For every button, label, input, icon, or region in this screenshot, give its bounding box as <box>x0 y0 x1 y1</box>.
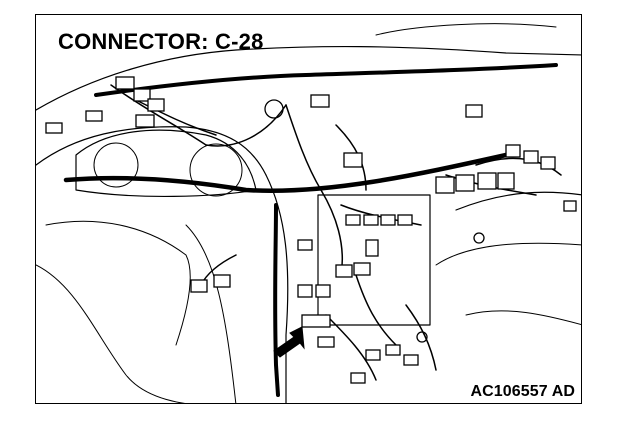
connector <box>310 94 330 108</box>
connector <box>465 104 483 118</box>
connector <box>343 152 363 168</box>
lower-right-outline <box>465 310 581 325</box>
wire-3 <box>285 104 322 191</box>
connector <box>85 110 103 122</box>
connector <box>45 122 63 134</box>
wire-6 <box>355 274 397 346</box>
connector <box>133 88 151 102</box>
upper-right-vent <box>375 23 557 36</box>
wire-13 <box>135 99 217 136</box>
grommet <box>264 99 284 119</box>
gauge-right <box>189 143 243 197</box>
connector-title: CONNECTOR: C-28 <box>58 29 264 54</box>
harness-drop <box>273 203 280 397</box>
connector <box>315 284 331 298</box>
arrow-icon <box>273 326 305 358</box>
connector <box>213 274 231 288</box>
connector <box>523 150 539 164</box>
floor-outline <box>185 224 237 403</box>
connector <box>477 172 497 190</box>
wire-7 <box>325 314 377 381</box>
connector <box>350 372 366 384</box>
wire-4 <box>320 189 344 276</box>
harness-main-upper <box>94 63 558 97</box>
wire-8 <box>405 304 437 371</box>
connector <box>365 349 381 361</box>
instrument-cluster <box>75 129 257 198</box>
connector <box>335 264 353 278</box>
connector <box>135 114 155 128</box>
connector <box>435 176 455 194</box>
glovebox-outline <box>455 191 581 211</box>
left-curve <box>36 264 186 403</box>
connector <box>115 76 135 90</box>
connector <box>385 344 401 356</box>
harness-main-middle <box>63 152 509 194</box>
connector <box>363 214 379 226</box>
dashboard-lower-outline <box>36 126 267 176</box>
gauge-left <box>93 142 139 188</box>
wire-1 <box>110 84 207 146</box>
grommet <box>416 331 428 343</box>
connector <box>297 239 313 251</box>
connector <box>317 336 335 348</box>
connector <box>345 214 361 226</box>
dashboard-outline <box>36 45 581 111</box>
connector <box>403 354 419 366</box>
connector <box>147 98 165 112</box>
grommet <box>473 232 485 244</box>
right-panel-outline <box>435 242 581 266</box>
wire-2 <box>205 104 287 147</box>
connector <box>190 279 208 293</box>
steering-column <box>45 220 191 346</box>
connector <box>540 156 556 170</box>
wiring-harness-drawing <box>36 23 581 403</box>
connector <box>497 172 515 190</box>
connector <box>301 314 331 328</box>
connector <box>297 284 313 298</box>
connector <box>563 200 577 212</box>
connector <box>365 239 379 257</box>
figure-code: AC106557 AD <box>470 383 575 400</box>
connector <box>505 144 521 158</box>
connector-cluster-outline <box>317 194 431 326</box>
diagram-frame: CONNECTOR: C-28 AC106557 AD <box>35 14 582 404</box>
connector <box>353 262 371 276</box>
connector <box>397 214 413 226</box>
connector <box>380 214 396 226</box>
connector <box>455 174 475 192</box>
